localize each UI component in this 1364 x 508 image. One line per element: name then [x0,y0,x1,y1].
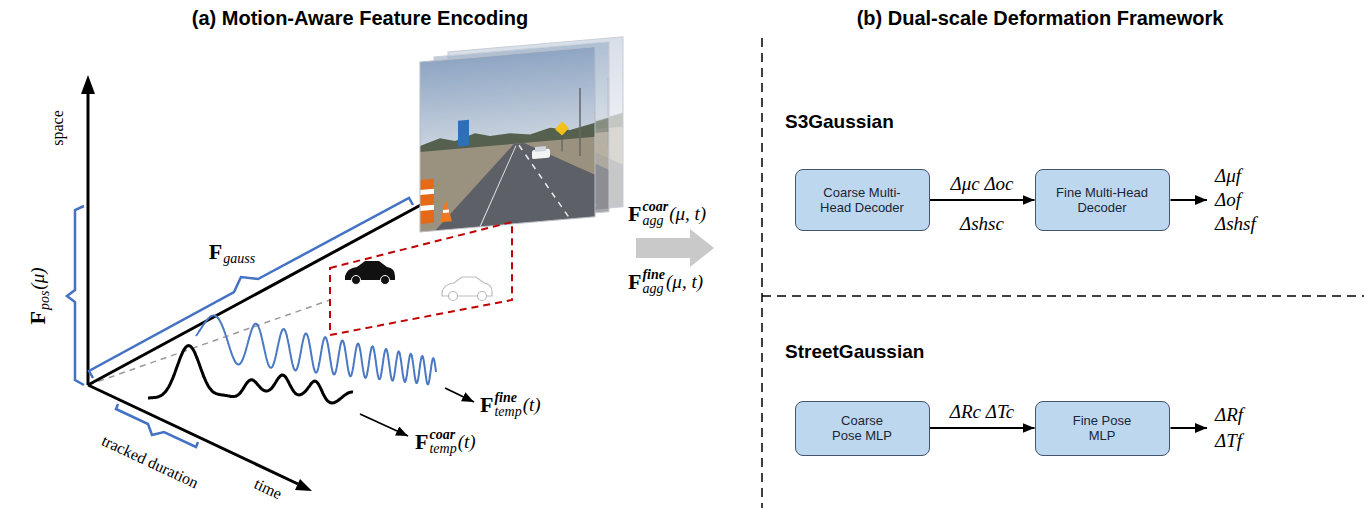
car-icon [442,277,492,301]
output-term: Δshsf [1215,213,1256,235]
gauss-axis [88,200,430,385]
node-text: Fine Pose MLP [1066,413,1138,443]
output-arrow [1171,427,1208,429]
output-term: Δof [1215,189,1241,211]
math-label: Fcoaragg(μ, t) [628,200,706,228]
math-symbol: F [415,429,428,455]
edge-label: ΔRc ΔTc [950,401,1014,423]
time-axis [88,385,298,484]
math-symbol: F [628,201,641,227]
feature-arrow [445,388,474,402]
script-stack: pos [24,291,52,310]
math-argument: (μ) [27,267,49,289]
output-term: Δμf [1215,165,1241,187]
superscript: coar [642,200,668,214]
output-arrow [1171,199,1208,201]
temporal-wave [196,316,436,385]
axis-head [295,479,312,491]
process-box: Coarse Pose MLP [795,401,930,456]
connector-arrow [930,427,1035,429]
script-stack: gauss [223,238,255,266]
axis-head [81,75,95,94]
math-label: Ffineagg(μ, t) [628,268,703,296]
node-text: Fine Multi-Head Decoder [1056,185,1148,215]
flow-arrow [636,229,714,267]
subscript: temp [429,442,456,456]
subscript: agg [642,282,665,296]
node-text: Coarse Multi-Head Decoder [816,185,908,215]
bracket [89,198,413,378]
panel-divider [762,295,1364,297]
process-box: Coarse Multi-Head Decoder [795,169,930,231]
temporal-wave [148,346,353,403]
math-argument: (t) [523,394,541,416]
subscript: temp [494,405,521,419]
math-symbol: F [480,392,493,418]
math-label: Fcoartemp(t) [415,428,476,456]
panel-divider [761,38,763,508]
math-argument: (μ, t) [669,203,706,225]
script-stack: coaragg [642,200,668,228]
tracked-region [330,222,512,335]
car-icon [345,261,395,285]
video-frame [420,47,595,232]
math-label: Fgauss [209,238,255,266]
subscript: agg [642,214,668,228]
node-text: Coarse Pose MLP [826,413,898,443]
output-term: ΔRf [1215,404,1243,426]
math-argument: (t) [458,431,476,453]
math-symbol: F [209,239,222,265]
panel-title: (a) Motion-Aware Feature Encoding [192,7,528,30]
section-title: S3Gaussian [785,111,894,133]
subscript: gauss [223,252,255,266]
section-title: StreetGaussian [785,341,924,363]
superscript: fine [494,391,521,405]
script-stack: coartemp [429,428,456,456]
output-term: ΔTf [1215,430,1242,452]
bracket [116,404,198,447]
script-stack: fineagg [642,268,665,296]
math-argument: (μ, t) [666,271,703,293]
math-symbol: F [628,269,641,295]
process-box: Fine Pose MLP [1035,401,1170,456]
space-axis [87,90,90,385]
process-box: Fine Multi-Head Decoder [1035,169,1170,231]
math-label: Ffinetemp(t) [480,391,541,419]
edge-label: Δμc Δoc [951,173,1014,195]
subscript: pos [38,291,52,310]
bracket [67,206,84,385]
panel-title: (b) Dual-scale Deformation Framework [857,7,1224,30]
guide-line [88,300,330,385]
connector-arrow [930,199,1035,201]
edge-output: Δshsc [960,213,1004,235]
superscript: fine [642,268,665,282]
axis-label: time [251,475,284,503]
math-symbol: F [25,311,51,324]
math-label: Fpos (μ) [24,267,52,324]
feature-arrow [360,414,408,436]
axis-label: space [49,110,67,146]
superscript: coar [429,428,456,442]
script-stack: finetemp [494,391,521,419]
